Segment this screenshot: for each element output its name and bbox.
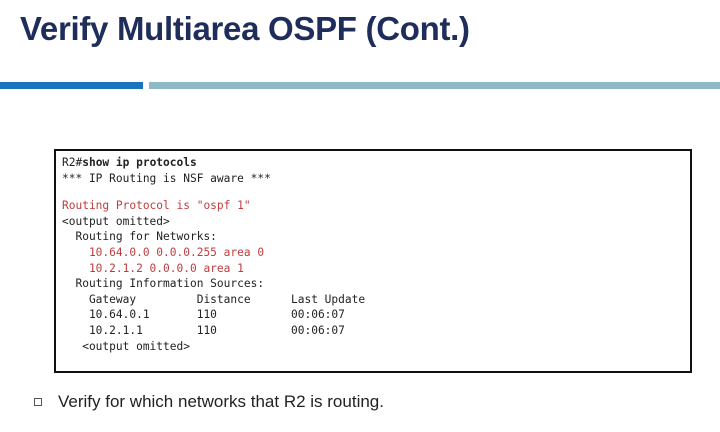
slide-title: Verify Multiarea OSPF (Cont.) <box>20 10 470 47</box>
cli-blank-line <box>62 186 684 198</box>
title-accent-bar-dark <box>0 82 143 89</box>
cli-command: show ip protocols <box>82 156 197 169</box>
cli-output-line: Gateway Distance Last Update <box>62 292 366 306</box>
cli-output-line-highlight: Routing Protocol is "ospf 1" <box>62 199 251 213</box>
cli-output-line-highlight: 10.2.1.2 0.0.0.0 area 1 <box>62 261 244 275</box>
cli-output-line: <output omitted> <box>62 339 190 353</box>
cli-output-line-highlight: 10.64.0.0 0.0.0.255 area 0 <box>62 245 265 259</box>
cli-output-line: <output omitted> <box>62 214 170 228</box>
cli-output-line: 10.2.1.1 110 00:06:07 <box>62 323 345 337</box>
cli-prompt: R2# <box>62 156 83 169</box>
cli-output-line: Routing Information Sources: <box>62 277 265 291</box>
cli-output-line: *** IP Routing is NSF aware *** <box>62 171 271 185</box>
bullet-text: Verify for which networks that R2 is rou… <box>58 392 384 411</box>
bullet-item: Verify for which networks that R2 is rou… <box>34 392 384 412</box>
cli-output-box: R2#show ip protocols *** IP Routing is N… <box>54 149 692 373</box>
cli-command-line: R2#show ip protocols <box>62 155 684 171</box>
square-bullet-icon <box>34 398 42 406</box>
cli-output-line: Routing for Networks: <box>62 230 217 244</box>
cli-output-line: 10.64.0.1 110 00:06:07 <box>62 308 345 322</box>
title-accent-bar-light <box>149 82 720 89</box>
